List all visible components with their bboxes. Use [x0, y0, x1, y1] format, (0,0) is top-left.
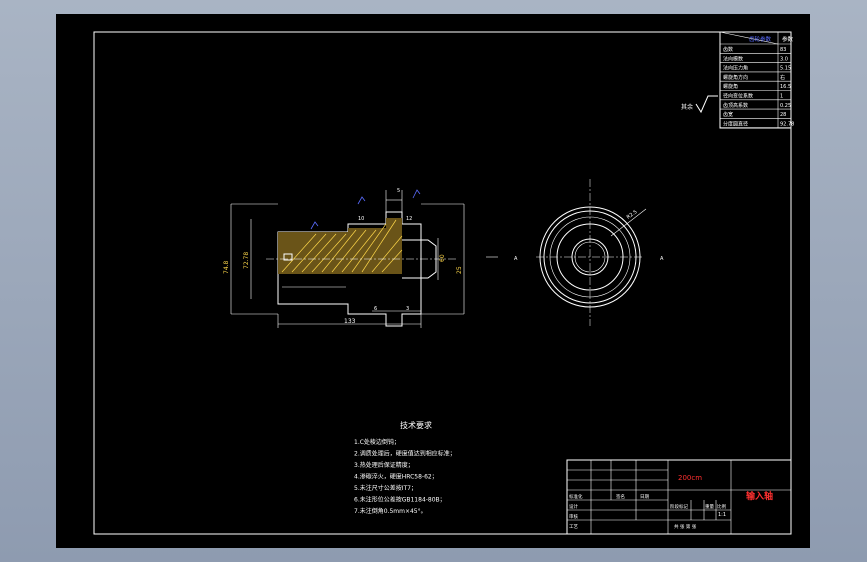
param-label: 分度圆直径 [723, 120, 748, 127]
label-ratio: 比例 [717, 503, 726, 510]
params-header-right: 参数 [782, 35, 794, 43]
shaft-section-view: 74.8 72.78 25 60 133 5 10 12 3 6 [223, 188, 465, 328]
label-date: 日期 [640, 494, 649, 500]
label-sign: 签名 [616, 493, 625, 500]
dim-dia-outer: 74.8 [223, 260, 230, 274]
label-checker: 审核 [569, 513, 578, 520]
param-label: 齿顶高系数 [723, 102, 748, 109]
dim-small-3: 12 [406, 216, 412, 222]
title-block: 200cm 输入轴 1:1 标准化 设计 审核 工艺 签名 日期 阶段标记 重量… [566, 459, 792, 535]
param-label: 齿宽 [723, 111, 733, 118]
dim-small-1: 5 [397, 188, 400, 194]
tech-req-item: 1.C处棱边倒钝； [354, 438, 400, 446]
label-designer: 设计 [569, 503, 578, 510]
dim-dia-small: 60 [439, 254, 446, 262]
param-label: 径向变位系数 [723, 93, 753, 100]
roughness-note: 其余 [681, 95, 718, 114]
label-stage: 阶段标记 [670, 503, 688, 510]
param-value: 83 [780, 47, 786, 53]
label-sheets: 共 张 第 张 [674, 523, 697, 530]
tech-req-item: 6.未注形位公差按GB1184-80B； [354, 496, 446, 504]
label-process: 工艺 [569, 524, 578, 530]
param-label: 法向模数 [723, 55, 743, 62]
gear-front-view: R2.5 A A [486, 179, 664, 326]
drawing-border [93, 31, 792, 535]
dim-length: 133 [344, 318, 356, 325]
param-label: 螺旋角 [723, 83, 738, 90]
scale-value: 1:1 [718, 512, 726, 518]
dim-small-2: 10 [358, 216, 364, 222]
param-value: 1 [780, 94, 783, 100]
param-value: 92.78 [780, 121, 794, 127]
param-label: 螺旋角方向 [723, 74, 748, 81]
dim-radius: R2.5 [626, 209, 639, 220]
params-header-left: 齿轮参数 [749, 35, 772, 43]
dim-dia-inner: 72.78 [243, 252, 250, 269]
label-weight: 重量 [705, 503, 714, 510]
param-value: 右 [780, 74, 785, 81]
dim-dia-right: 25 [456, 266, 463, 274]
tech-req-item: 3.热处理后保证精度； [354, 461, 414, 469]
param-value: 16.5 [780, 84, 791, 90]
drawing-code: 200cm [678, 474, 702, 482]
part-name: 输入轴 [746, 490, 773, 502]
param-value: 5.15 [780, 66, 791, 72]
tech-requirements: 技术要求 1.C处棱边倒钝； 2.调质处理后，硬度值达到相应标准； 3.热处理后保证… [354, 420, 456, 515]
dim-small-4: 3 [406, 306, 409, 312]
tech-req-item: 2.调质处理后，硬度值达到相应标准； [354, 450, 456, 458]
tech-req-item: 7.未注倒角0.5mm×45°。 [354, 507, 427, 515]
section-label-left: A [514, 256, 518, 262]
param-label: 齿数 [723, 46, 733, 53]
tech-req-title: 技术要求 [400, 420, 432, 430]
param-value: 28 [780, 112, 786, 118]
label-std: 标准化 [569, 493, 583, 500]
tech-req-item: 5.未注尺寸公差按IT7； [354, 484, 417, 492]
dim-small-5: 6 [374, 306, 377, 312]
svg-text:其余: 其余 [681, 103, 693, 111]
param-label: 法向压力角 [723, 65, 748, 72]
section-label-right: A [660, 256, 664, 262]
param-value: 3.0 [780, 56, 788, 62]
tech-req-item: 4.渗碳淬火，硬度HRC58-62； [354, 473, 438, 481]
param-value: 0.25 [780, 103, 791, 109]
